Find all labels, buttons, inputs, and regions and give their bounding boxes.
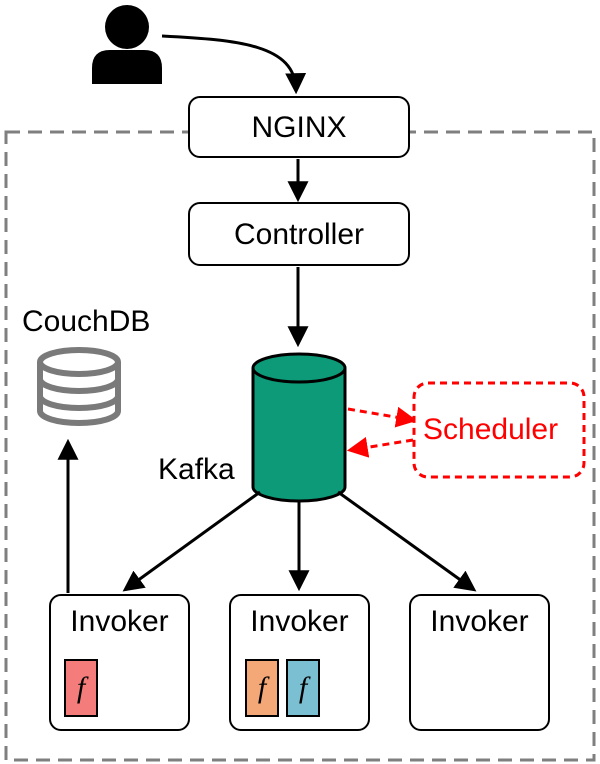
controller-box: Controller [188, 202, 410, 266]
function-icon: f [64, 659, 98, 717]
nginx-label: NGINX [251, 111, 347, 144]
scheduler-to-kafka-arrow [346, 436, 414, 458]
controller-label: Controller [233, 218, 365, 251]
database-icon [37, 347, 121, 426]
kafka-label: Kafka [158, 453, 235, 486]
function-icon: f [245, 659, 279, 717]
invoker-box-1: Invoker f [49, 594, 190, 731]
user-icon [92, 5, 162, 84]
kafka-to-scheduler-arrow [347, 406, 418, 428]
invoker-box-2: Invoker f f [229, 594, 370, 731]
function-icon: f [286, 659, 320, 717]
kafka-queue-icon [251, 352, 347, 503]
kafka-to-invoker-1-arrow [122, 490, 261, 592]
invoker-box-3: Invoker [409, 594, 550, 731]
invoker-label: Invoker [430, 605, 529, 638]
scheduler-box [412, 381, 586, 479]
scheduler-label: Scheduler [423, 413, 559, 446]
nginx-box: NGINX [188, 96, 410, 158]
kafka-to-invoker-3-arrow [337, 490, 477, 592]
invoker-label: Invoker [70, 605, 169, 638]
user-to-nginx-arrow [161, 34, 307, 95]
couchdb-label: CouchDB [22, 305, 151, 338]
invoker-label: Invoker [250, 605, 349, 638]
